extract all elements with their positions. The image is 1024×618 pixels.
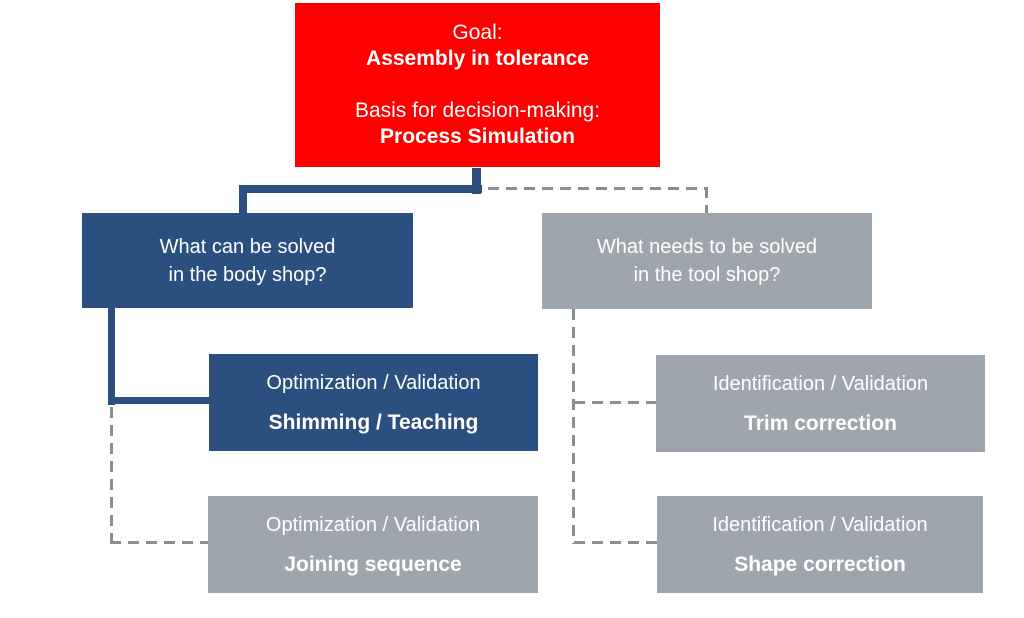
goal-label: Goal: (452, 21, 503, 44)
joining-sequence-node: Optimization / Validation Joining sequen… (208, 496, 538, 593)
connector-to-trim-dashed (574, 401, 657, 404)
shimming-title: Shimming / Teaching (268, 410, 479, 434)
connector-toolshop-down-dashed (572, 309, 575, 544)
connector-to-joining-dashed (110, 541, 209, 544)
connector-to-shimming (108, 397, 210, 404)
joining-title: Joining sequence (284, 552, 462, 576)
connector-goal-to-toolshop-vertical-dashed (705, 187, 708, 214)
tool-shop-question-node: What needs to be solved in the tool shop… (542, 213, 872, 309)
body-shop-question-line1: What can be solved (159, 235, 336, 258)
connector-goal-stem-solid (472, 168, 481, 194)
goal-node: Goal: Assembly in tolerance Basis for de… (295, 3, 660, 167)
trim-correction-node: Identification / Validation Trim correct… (656, 355, 985, 452)
tool-shop-question-line2: in the tool shop? (633, 264, 781, 286)
shape-category: Identification / Validation (712, 513, 928, 536)
basis-value: Process Simulation (380, 125, 575, 148)
body-shop-question-node: What can be solved in the body shop? (82, 213, 413, 308)
connector-goal-to-bodyshop-horizontal (239, 185, 482, 193)
shimming-teaching-node: Optimization / Validation Shimming / Tea… (209, 354, 538, 451)
connector-bodyshop-down-solid (108, 307, 115, 405)
trim-title: Trim correction (744, 411, 897, 435)
tool-shop-question-line1: What needs to be solved (596, 236, 818, 258)
trim-category: Identification / Validation (712, 372, 929, 395)
connector-goal-to-bodyshop-vertical (239, 185, 247, 214)
connector-bodyshop-down-dashed (110, 407, 113, 544)
goal-value: Assembly in tolerance (366, 47, 589, 70)
shape-correction-node: Identification / Validation Shape correc… (657, 496, 983, 593)
joining-category: Optimization / Validation (265, 513, 481, 536)
basis-label: Basis for decision-making: (354, 99, 601, 122)
shimming-category: Optimization / Validation (266, 371, 481, 394)
shape-title: Shape correction (734, 552, 906, 576)
body-shop-question-line2: in the body shop? (168, 263, 327, 286)
connector-goal-to-toolshop-horizontal-dashed (488, 187, 707, 190)
connector-to-shape-dashed (574, 541, 658, 544)
